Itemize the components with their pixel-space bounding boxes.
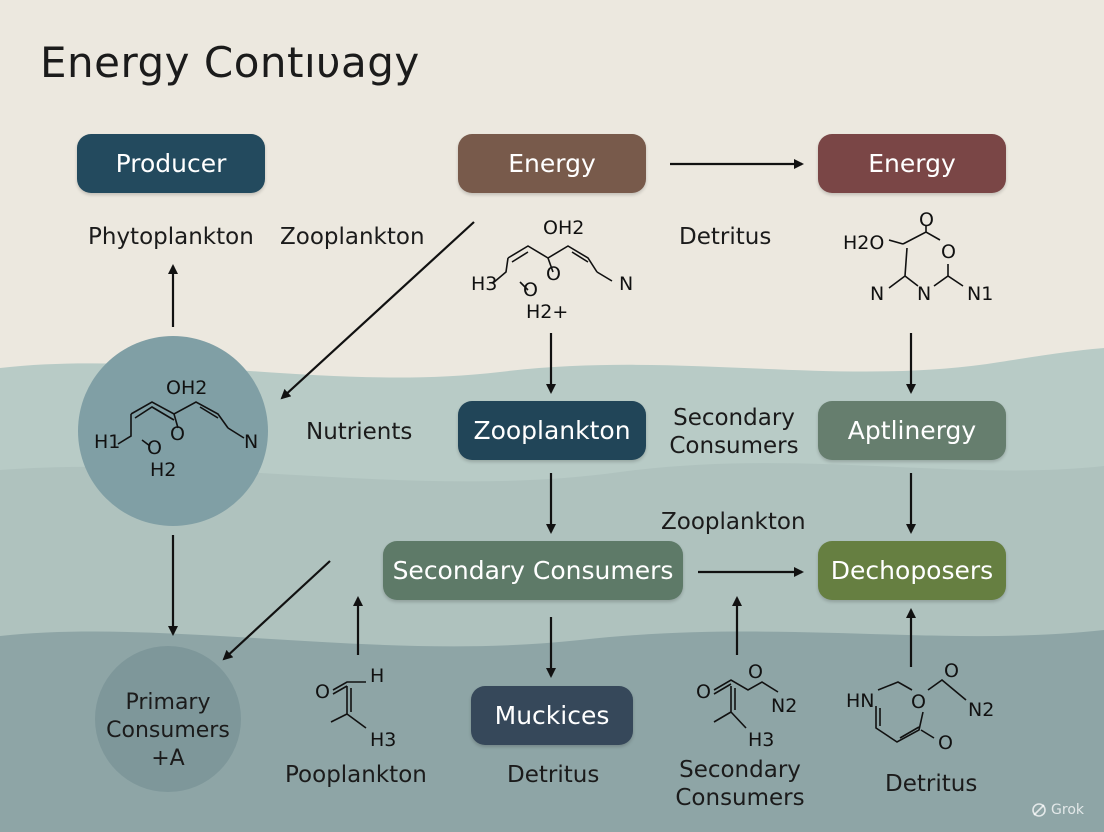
- dechoposers-box: Dechoposers: [818, 541, 1006, 600]
- muckices-box: Muckices: [471, 686, 633, 745]
- svg-text:O: O: [523, 279, 538, 301]
- svg-text:H2: H2: [150, 459, 176, 481]
- svg-text:H1: H1: [94, 431, 120, 453]
- svg-text:O: O: [938, 732, 953, 754]
- molecule-structure-1: [492, 245, 613, 291]
- primary-consumers-line-2: Consumers: [106, 718, 230, 743]
- page-title: Energy Contıυagy: [40, 38, 420, 87]
- svg-text:H2O: H2O: [843, 232, 884, 254]
- detritus-label-bottom-right: Detritus: [885, 771, 978, 797]
- secondary-consumers-mid-line-2: Consumers: [669, 433, 799, 459]
- svg-text:N: N: [244, 431, 258, 453]
- molecule-1-labels: OH2 H3 O O N H2+: [471, 217, 633, 323]
- svg-text:H2+: H2+: [526, 301, 568, 323]
- molecule-2-labels: O H2O O N N N1: [843, 209, 993, 305]
- svg-text:O: O: [944, 660, 959, 682]
- secondary-consumers-bottom-line-1: Secondary: [679, 757, 801, 783]
- arrow-to-primary-consumers-diag: [222, 560, 331, 661]
- molecule-6-labels: O HN O N2 O: [846, 660, 994, 754]
- secondary-consumers-bottom-line-2: Consumers: [675, 785, 805, 811]
- svg-text:O: O: [546, 263, 561, 285]
- primary-consumers-line-1: Primary: [125, 690, 211, 715]
- svg-text:O: O: [170, 423, 185, 445]
- molecule-5-labels: O O N2 H3: [696, 661, 797, 751]
- zooplankton-box: Zooplankton: [458, 401, 646, 460]
- secondary-consumers-mid-line-1: Secondary: [673, 405, 795, 431]
- primary-consumers-label: Primary Consumers +A: [95, 689, 241, 773]
- molecule-structure-2: [888, 226, 964, 289]
- svg-text:O: O: [941, 241, 956, 263]
- svg-text:N: N: [917, 283, 931, 305]
- svg-text:O: O: [911, 691, 926, 713]
- secondary-consumers-label-mid: Secondary Consumers: [664, 404, 804, 460]
- phytoplankton-label: Phytoplankton: [88, 224, 254, 250]
- aptlinergy-box: Aptlinergy: [818, 401, 1006, 460]
- svg-text:OH2: OH2: [166, 377, 207, 399]
- svg-text:O: O: [147, 437, 162, 459]
- molecule-structure-3: [117, 401, 245, 447]
- zooplankton-label-top: Zooplankton: [280, 224, 425, 250]
- grok-logo-icon: [1032, 803, 1046, 817]
- nutrients-label: Nutrients: [306, 419, 413, 445]
- svg-text:H3: H3: [748, 729, 774, 751]
- svg-text:N: N: [870, 283, 884, 305]
- arrow-energy-to-circle: [280, 221, 475, 400]
- svg-text:N1: N1: [967, 283, 993, 305]
- svg-text:H3: H3: [370, 729, 396, 751]
- svg-text:H: H: [370, 665, 384, 687]
- detritus-label-bottom-mid: Detritus: [507, 762, 600, 788]
- svg-text:N2: N2: [968, 699, 994, 721]
- molecule-circle: [78, 336, 268, 526]
- svg-text:OH2: OH2: [543, 217, 584, 239]
- svg-text:HN: HN: [846, 690, 875, 712]
- svg-text:H3: H3: [471, 273, 497, 295]
- pooplankton-label: Pooplankton: [285, 762, 427, 788]
- svg-text:O: O: [919, 209, 934, 231]
- watermark-text: Grok: [1051, 802, 1084, 818]
- detritus-label-top: Detritus: [679, 224, 772, 250]
- svg-text:N2: N2: [771, 695, 797, 717]
- energy-box-right: Energy: [818, 134, 1006, 193]
- molecule-structure-5: [713, 679, 779, 729]
- watermark: Grok: [1031, 802, 1084, 818]
- svg-text:O: O: [696, 681, 711, 703]
- molecule-structure-4: [330, 681, 367, 729]
- molecule-4-labels: O H H3: [315, 665, 396, 751]
- secondary-consumers-box: Secondary Consumers: [383, 541, 683, 600]
- molecule-3-labels: OH2 H1 O O N H2: [94, 377, 258, 481]
- primary-consumers-circle: [95, 646, 241, 792]
- primary-consumers-line-3: +A: [151, 746, 185, 771]
- svg-text:O: O: [315, 681, 330, 703]
- zooplankton-label-mid: Zooplankton: [661, 509, 806, 535]
- molecule-structure-6: [875, 678, 967, 743]
- producer-box: Producer: [77, 134, 265, 193]
- svg-text:N: N: [619, 273, 633, 295]
- svg-text:O: O: [748, 661, 763, 683]
- secondary-consumers-label-bottom: Secondary Consumers: [670, 756, 810, 812]
- energy-box-middle: Energy: [458, 134, 646, 193]
